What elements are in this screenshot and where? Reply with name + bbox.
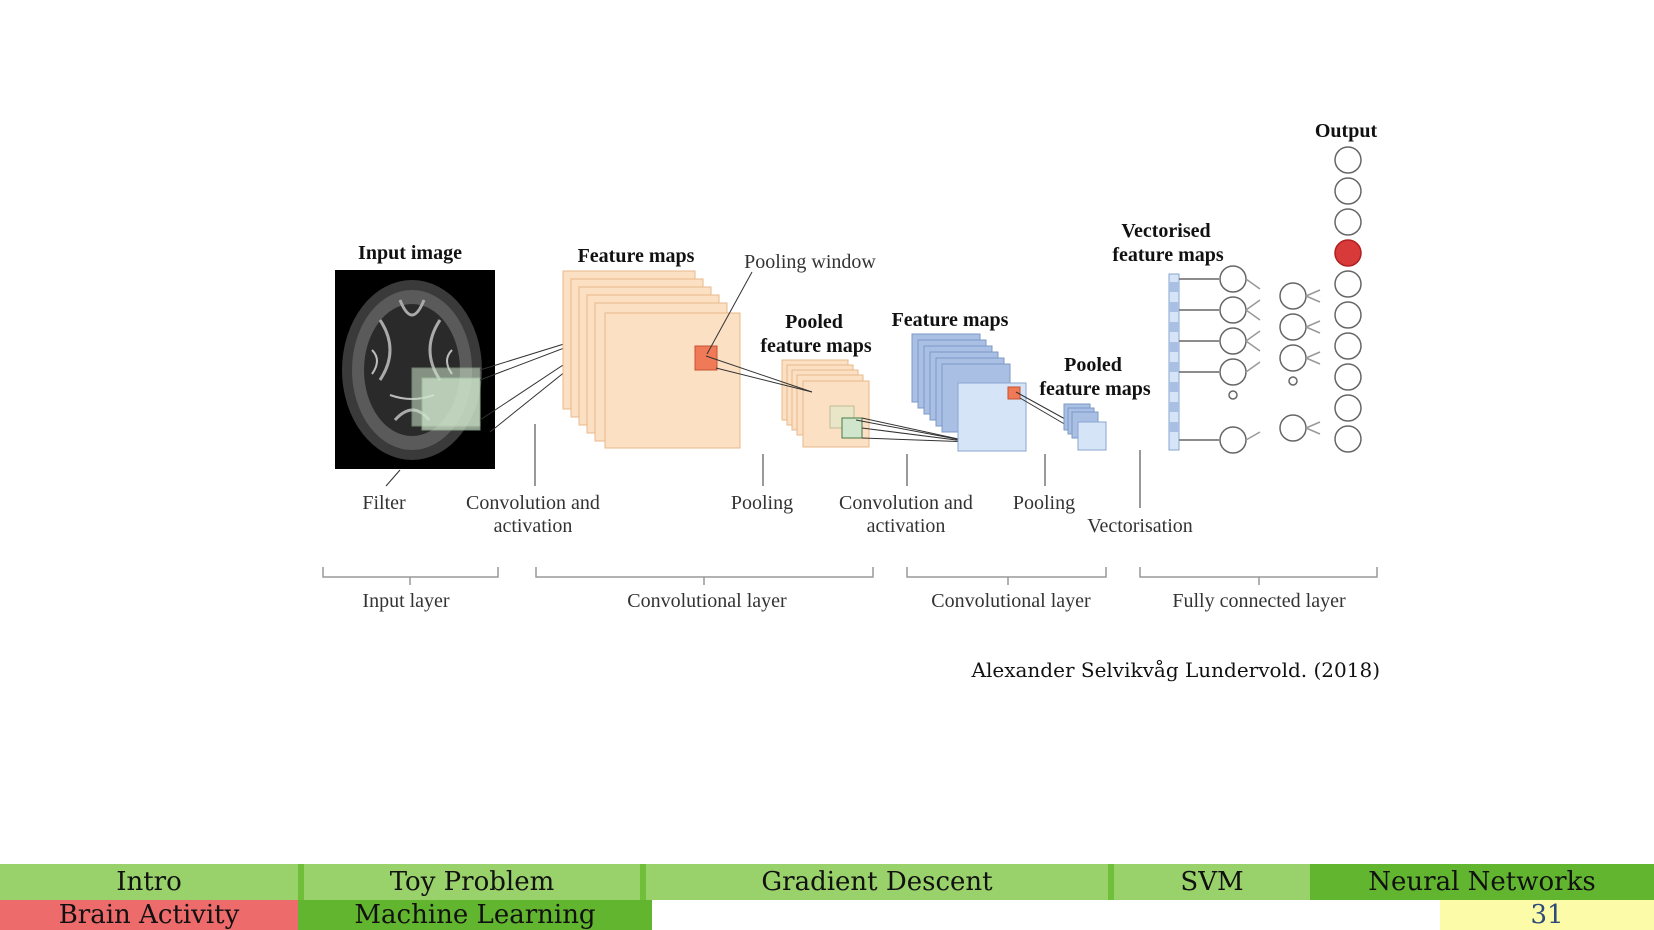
label-conv-act-2-a: Convolution and — [839, 492, 973, 514]
nav-neural-networks[interactable]: Neural Networks — [1310, 864, 1654, 900]
label-output: Output — [1315, 120, 1378, 142]
nav-brain-activity[interactable]: Brain Activity — [0, 900, 298, 930]
label-pooled-2-b: feature maps — [1039, 378, 1150, 400]
label-conv-act-1-a: Convolution and — [466, 492, 600, 514]
pooled-feature-maps-1 — [781, 359, 870, 448]
conv2-projection-lines — [855, 417, 973, 443]
label-feature-maps-2: Feature maps — [892, 309, 1009, 331]
vectorised-feature-vector — [1168, 273, 1180, 451]
feature-maps-1 — [562, 270, 741, 449]
label-conv-act-2-b: activation — [867, 515, 946, 537]
nav-svm[interactable]: SVM — [1108, 864, 1310, 900]
pooled-feature-maps-2 — [1063, 403, 1107, 451]
label-input-image: Input image — [358, 242, 462, 264]
section-nav: Intro Toy Problem Gradient Descent SVM N… — [0, 864, 1654, 900]
nav-gradient-descent[interactable]: Gradient Descent — [640, 864, 1108, 900]
label-vectorisation: Vectorisation — [1087, 515, 1193, 537]
bottom-bar: Brain Activity Machine Learning 31 — [0, 900, 1654, 930]
feature-maps-2 — [911, 333, 1027, 452]
label-pooled-1-a: Pooled — [785, 311, 843, 333]
nav-machine-learning[interactable]: Machine Learning — [298, 900, 652, 930]
label-conv-layer-2: Convolutional layer — [931, 590, 1091, 612]
pooling-window-pointer — [706, 271, 753, 355]
label-fc-layer: Fully connected layer — [1172, 590, 1346, 612]
label-pooling-2: Pooling — [1013, 492, 1075, 514]
output-nodes — [1334, 146, 1362, 453]
figure-credit: Alexander Selvikvåg Lundervold. (2018) — [971, 658, 1380, 682]
label-pooled-2-a: Pooled — [1064, 354, 1122, 376]
cnn-diagram: Input image Feature maps Pooling window … — [322, 120, 1378, 612]
pooling-window-marker — [694, 345, 718, 371]
label-vectorised-b: feature maps — [1112, 244, 1223, 266]
input-image — [335, 270, 495, 469]
operation-pointers — [385, 424, 1141, 508]
label-pooling-window: Pooling window — [744, 251, 876, 273]
label-conv-layer-1: Convolutional layer — [627, 590, 787, 612]
layer-brackets — [322, 567, 1378, 585]
label-input-layer: Input layer — [362, 590, 450, 612]
label-conv-act-1-b: activation — [494, 515, 573, 537]
nav-toy-problem[interactable]: Toy Problem — [298, 864, 640, 900]
page-number: 31 — [1440, 900, 1654, 930]
label-vectorised-a: Vectorised — [1121, 220, 1210, 242]
label-filter: Filter — [362, 492, 406, 514]
nav-intro[interactable]: Intro — [0, 864, 298, 900]
bottom-spacer — [652, 900, 1440, 930]
label-feature-maps-1: Feature maps — [578, 245, 695, 267]
output-node-active — [1334, 239, 1362, 267]
label-pooled-1-b: feature maps — [760, 335, 871, 357]
fc-layer-nodes — [1179, 265, 1321, 454]
label-pooling-1: Pooling — [731, 492, 793, 514]
